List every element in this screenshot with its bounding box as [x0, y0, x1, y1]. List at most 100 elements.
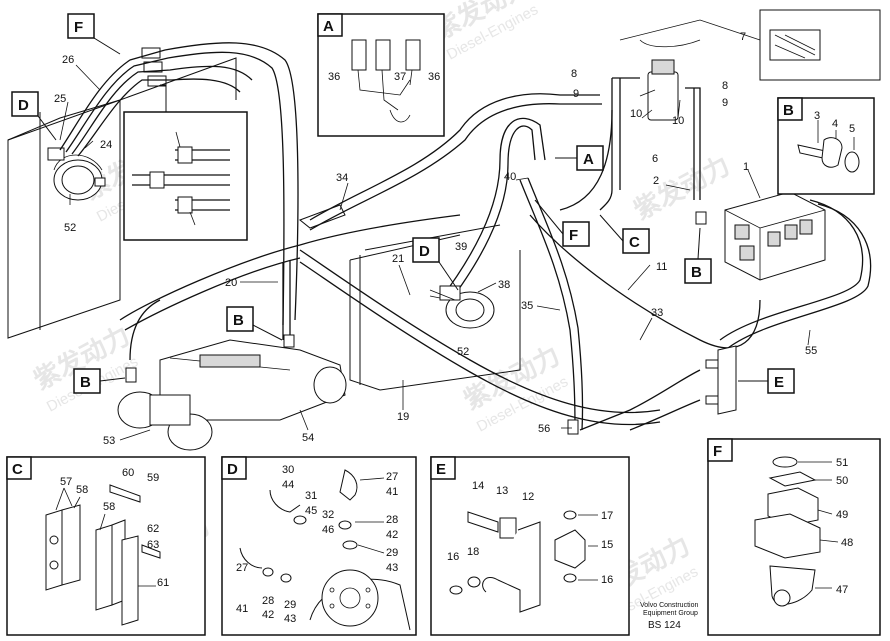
label-50: 50: [836, 475, 848, 487]
label-58a: 58: [76, 484, 88, 496]
label-45: 45: [305, 505, 317, 517]
mounting-plate-top-right: [759, 9, 881, 81]
label-48: 48: [841, 537, 853, 549]
label-21: 21: [392, 253, 404, 265]
accumulator-left: [47, 147, 106, 201]
svg-text:C: C: [12, 461, 23, 478]
footer-company: Volvo Construction: [640, 602, 698, 609]
detail-b: B 3 4 5: [777, 97, 875, 195]
callout-f-top[interactable]: F: [67, 13, 121, 55]
label-32: 32: [322, 509, 334, 521]
detail-inset-hose-clamps: [123, 84, 248, 241]
main-valve-right: [719, 191, 872, 349]
svg-text:F: F: [713, 443, 722, 460]
label-42b: 42: [262, 609, 274, 621]
detail-a: A 36 37 36: [317, 13, 445, 137]
label-51: 51: [836, 457, 848, 469]
svg-text:D: D: [227, 461, 238, 478]
label-16a: 16: [447, 551, 459, 563]
label-36a: 36: [328, 71, 340, 83]
svg-text:D: D: [419, 243, 430, 260]
label-11: 11: [656, 261, 667, 273]
label-4: 4: [832, 118, 838, 130]
label-15: 15: [601, 539, 613, 551]
label-9-left: 9: [573, 88, 579, 100]
bracket-lower-right: [567, 345, 737, 435]
label-8-right: 8: [722, 80, 728, 92]
label-46: 46: [322, 524, 334, 536]
callout-b-pump-top[interactable]: B: [226, 306, 283, 341]
label-43a: 43: [386, 562, 398, 574]
label-1: 1: [743, 161, 749, 173]
footer-code: BS 124: [648, 620, 681, 631]
svg-text:E: E: [436, 461, 446, 478]
callout-d-left[interactable]: D: [11, 91, 57, 141]
detail-d: D 30 44 31 45 32 46 27 41 28 42 29 43 27…: [221, 456, 417, 636]
label-40: 40: [504, 171, 516, 183]
label-58b: 58: [103, 501, 115, 513]
label-41a: 41: [386, 486, 398, 498]
label-13: 13: [496, 485, 508, 497]
callout-a-main[interactable]: A: [555, 145, 604, 171]
label-16b: 16: [601, 574, 613, 586]
accumulator-center: [429, 285, 495, 329]
label-43b: 43: [284, 613, 296, 625]
label-25: 25: [54, 93, 66, 105]
detail-f: F 51 50 49 48 47: [707, 438, 881, 636]
label-54: 54: [302, 432, 314, 444]
callouts-main: F D A F C D B: [11, 13, 795, 394]
callout-b-pump-left[interactable]: B: [73, 368, 126, 394]
footer-group: Equipment Group: [643, 610, 698, 617]
label-20: 20: [225, 277, 237, 289]
label-38: 38: [498, 279, 510, 291]
label-5: 5: [849, 123, 855, 135]
svg-text:B: B: [233, 312, 244, 329]
label-30: 30: [282, 464, 294, 476]
label-39: 39: [455, 241, 467, 253]
detail-c: C 57 58 58 60 59 62 63 61: [6, 456, 206, 636]
label-49: 49: [836, 509, 848, 521]
label-37: 37: [394, 71, 406, 83]
callout-e-main[interactable]: E: [738, 368, 795, 394]
label-28b: 28: [262, 595, 274, 607]
label-55: 55: [805, 345, 817, 357]
label-8-left: 8: [571, 68, 577, 80]
callout-c-main[interactable]: C: [599, 214, 650, 254]
label-29a: 29: [386, 547, 398, 559]
label-14: 14: [472, 480, 484, 492]
label-62: 62: [147, 523, 159, 535]
label-42a: 42: [386, 529, 398, 541]
label-52-left: 52: [64, 222, 76, 234]
svg-text:F: F: [74, 19, 83, 36]
svg-text:B: B: [691, 264, 702, 281]
svg-text:B: B: [80, 374, 91, 391]
label-29b: 29: [284, 599, 296, 611]
filter-top-right: [599, 19, 761, 225]
label-17: 17: [601, 510, 613, 522]
callout-f-main[interactable]: F: [534, 199, 590, 247]
label-44: 44: [282, 479, 294, 491]
callout-d-center[interactable]: D: [412, 237, 459, 291]
label-53: 53: [103, 435, 115, 447]
svg-text:E: E: [774, 374, 784, 391]
callout-b-right[interactable]: B: [684, 227, 712, 284]
svg-text:F: F: [569, 227, 578, 244]
frame-center: [119, 204, 661, 426]
label-52-center: 52: [457, 346, 469, 358]
label-59: 59: [147, 472, 159, 484]
label-41b: 41: [236, 603, 248, 615]
hose-bundle-center: [309, 93, 761, 431]
label-61: 61: [157, 577, 169, 589]
svg-text:C: C: [629, 234, 640, 251]
svg-text:A: A: [323, 18, 334, 35]
label-26: 26: [62, 54, 74, 66]
detail-e: E 14 13 12 17 15 16 18 16: [430, 456, 630, 636]
label-6: 6: [652, 153, 658, 165]
svg-text:A: A: [583, 151, 594, 168]
label-35: 35: [521, 300, 533, 312]
label-63: 63: [147, 539, 159, 551]
label-36b: 36: [428, 71, 440, 83]
footer-block: Volvo Construction Equipment Group BS 12…: [640, 602, 698, 631]
label-34: 34: [336, 172, 348, 184]
